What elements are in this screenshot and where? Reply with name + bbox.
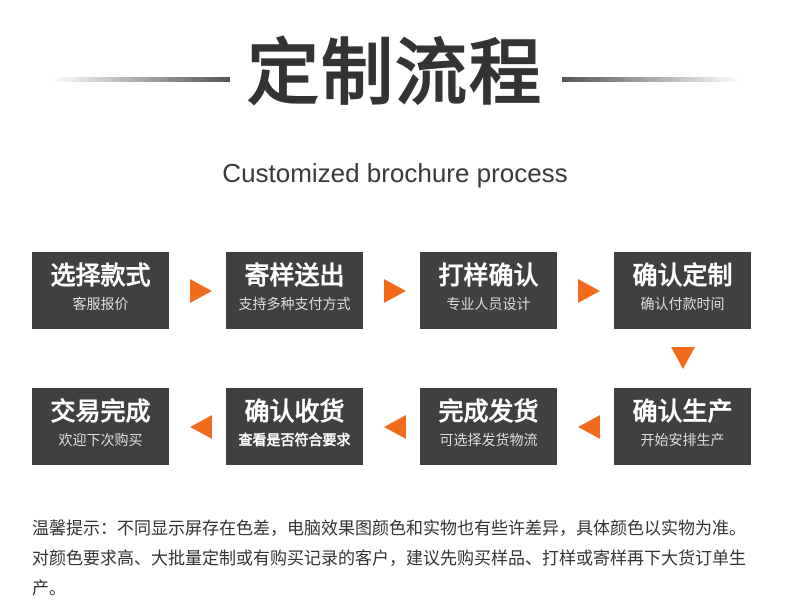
step-desc: 确认付款时间 (640, 297, 725, 313)
step-desc: 客服报价 (72, 297, 129, 313)
page-subtitle: Customized brochure process (222, 158, 568, 188)
step-7: 确认收货查看是否符合要求 (226, 388, 363, 465)
step-desc: 支持多种支付方式 (238, 297, 351, 313)
step-title: 确认定制 (632, 261, 733, 290)
notice-text: 温馨提示：不同显示屏存在色差，电脑效果图颜色和实物也有些许差异，具体颜色以实物为… (32, 519, 746, 599)
step-title: 确认收货 (244, 397, 345, 426)
step-desc: 可选择发货物流 (439, 433, 538, 449)
step-6: 完成发货可选择发货物流 (420, 388, 557, 465)
step-title: 寄样送出 (244, 261, 345, 290)
arrow-right-icon (190, 279, 212, 303)
step-desc: 专业人员设计 (446, 297, 531, 313)
arrow-left-icon (190, 415, 212, 439)
step-2: 寄样送出支持多种支付方式 (226, 252, 363, 329)
step-desc: 开始安排生产 (640, 433, 725, 449)
step-title: 完成发货 (438, 397, 539, 426)
step-desc: 欢迎下次购买 (58, 433, 143, 449)
step-title: 交易完成 (50, 397, 151, 426)
page-title: 定制流程 (246, 31, 543, 115)
arrow-right-icon (578, 279, 600, 303)
step-5: 确认生产开始安排生产 (614, 388, 751, 465)
step-title: 选择款式 (50, 261, 151, 290)
step-1: 选择款式客服报价 (32, 252, 169, 329)
arrow-left-icon (384, 415, 406, 439)
step-3: 打样确认专业人员设计 (420, 252, 557, 329)
step-8: 交易完成欢迎下次购买 (32, 388, 169, 465)
step-title: 确认生产 (632, 397, 733, 426)
title-line-right (562, 77, 742, 82)
arrow-left-icon (578, 415, 600, 439)
step-title: 打样确认 (438, 261, 539, 290)
step-desc: 查看是否符合要求 (238, 433, 351, 449)
arrow-down-icon (671, 347, 695, 369)
arrow-right-icon (384, 279, 406, 303)
title-line-left (50, 77, 230, 82)
step-4: 确认定制确认付款时间 (614, 252, 751, 329)
